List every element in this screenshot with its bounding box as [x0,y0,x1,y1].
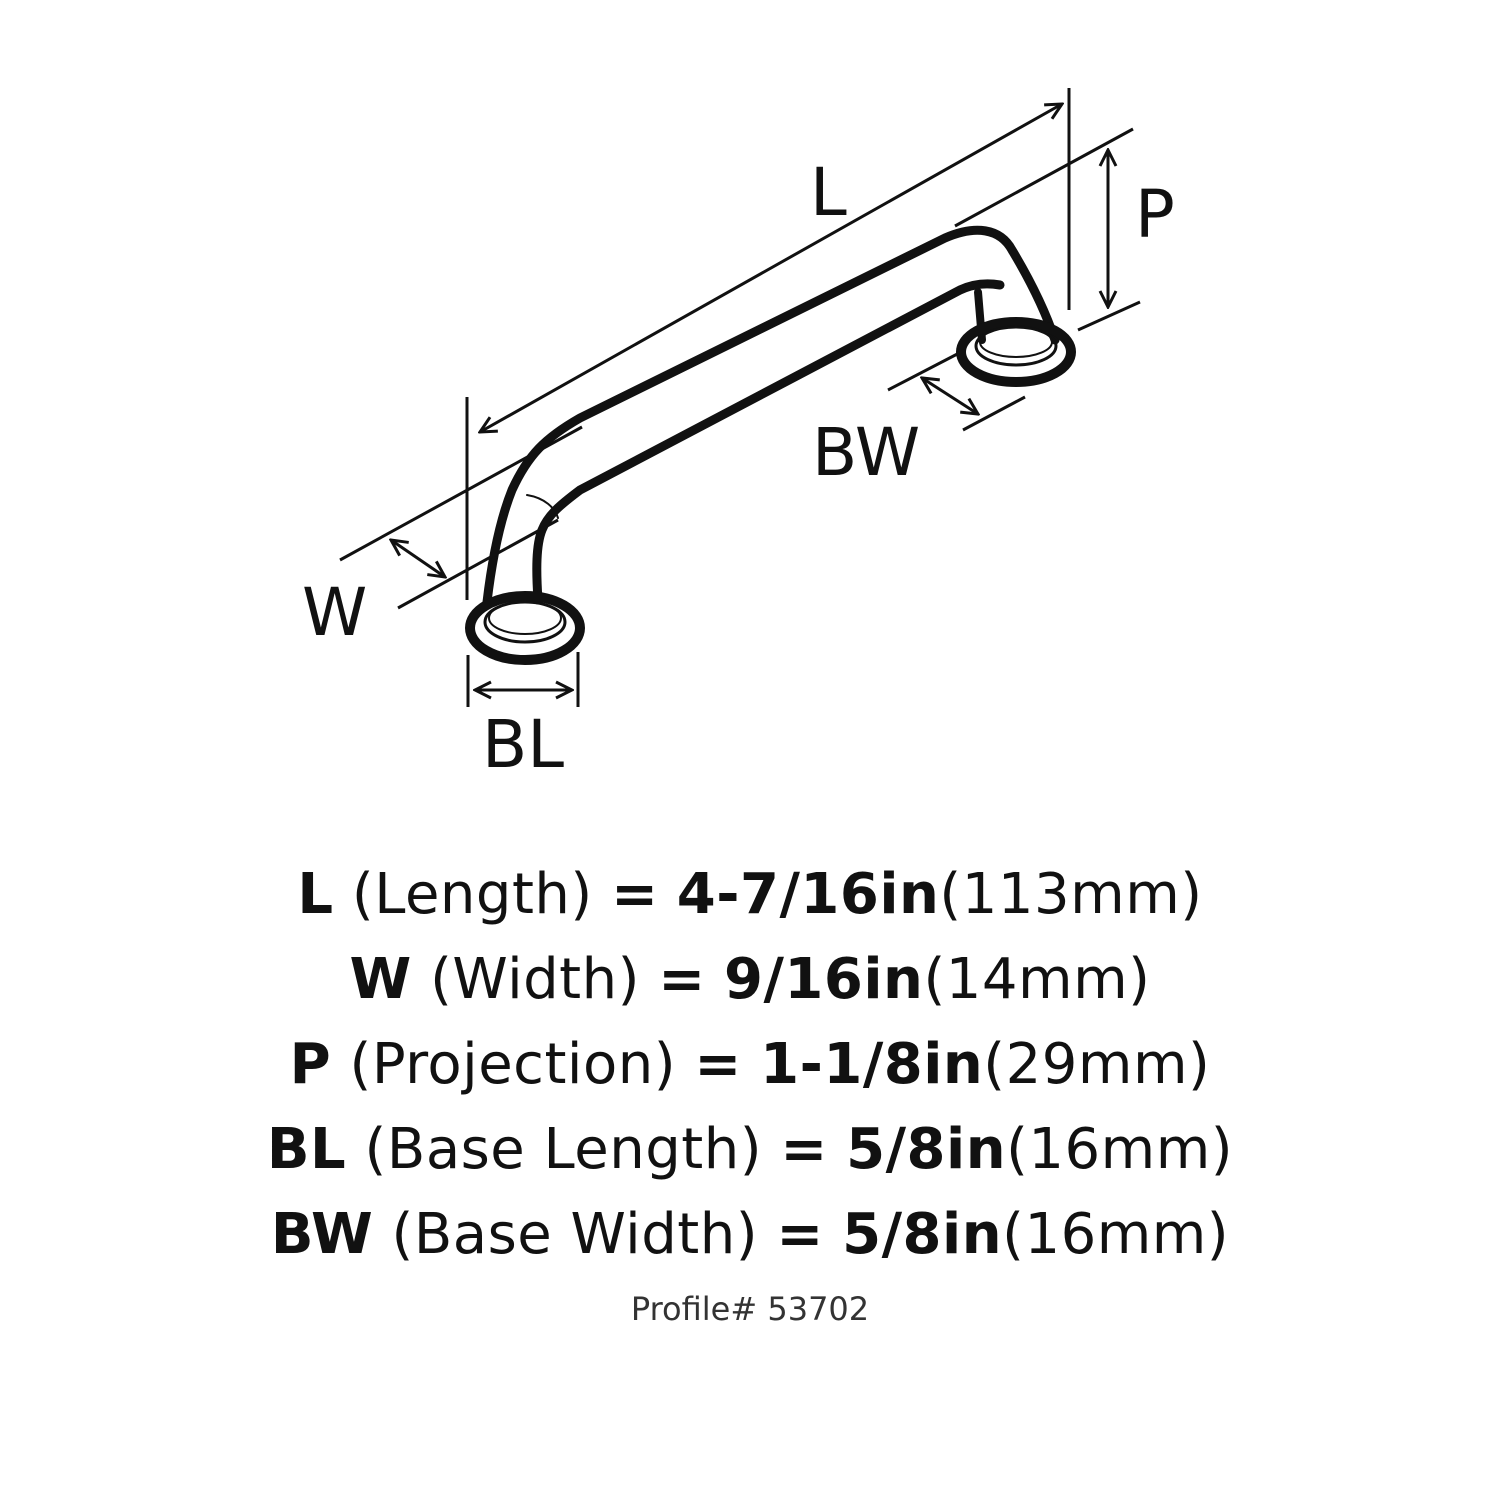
spec-key: BL [266,1117,347,1182]
spec-desc: (Projection) [349,1032,677,1097]
spec-row-width: W (Width) = 9/16in(14mm) [0,937,1500,1022]
spec-mm: (16mm) [1006,1117,1234,1182]
spec-mm: (14mm) [923,947,1151,1012]
length-dimension-line [480,104,1062,432]
spec-mm: (29mm) [983,1032,1211,1097]
label-base-length: BL [482,706,565,783]
spec-inches: 9/16in [724,947,924,1012]
spec-eq: = [611,862,659,927]
label-width: W [302,574,368,651]
spec-desc: (Base Width) [391,1202,759,1267]
spec-eq: = [694,1032,742,1097]
spec-row-length: L (Length) = 4-7/16in(113mm) [0,852,1500,937]
spec-desc: (Length) [351,862,593,927]
spec-key: BW [270,1202,374,1267]
label-base-width: BW [812,414,921,491]
spec-eq: = [780,1117,828,1182]
spec-desc: (Base Length) [364,1117,763,1182]
base-width-dimension-line [922,378,978,414]
spec-row-base-length: BL (Base Length) = 5/8in(16mm) [0,1107,1500,1192]
spec-mm: (113mm) [939,862,1203,927]
spec-list: L (Length) = 4-7/16in(113mm) W (Width) =… [0,852,1500,1277]
dimension-lines [339,88,1141,707]
label-projection: P [1135,176,1175,253]
spec-row-projection: P (Projection) = 1-1/8in(29mm) [0,1022,1500,1107]
label-length: L [810,154,847,231]
profile-number: Profile# 53702 [630,1290,870,1328]
spec-row-base-width: BW (Base Width) = 5/8in(16mm) [0,1192,1500,1277]
spec-desc: (Width) [430,947,640,1012]
spec-mm: (16mm) [1002,1202,1230,1267]
spec-inches: 5/8in [846,1117,1007,1182]
width-dimension-line [391,540,445,577]
spec-eq: = [776,1202,824,1267]
spec-inches: 4-7/16in [676,862,940,927]
spec-key: L [297,862,334,927]
handle-outline [465,225,1076,665]
spec-key: W [349,947,412,1012]
spec-eq: = [658,947,706,1012]
spec-inches: 1-1/8in [760,1032,984,1097]
spec-key: P [289,1032,332,1097]
spec-inches: 5/8in [842,1202,1003,1267]
